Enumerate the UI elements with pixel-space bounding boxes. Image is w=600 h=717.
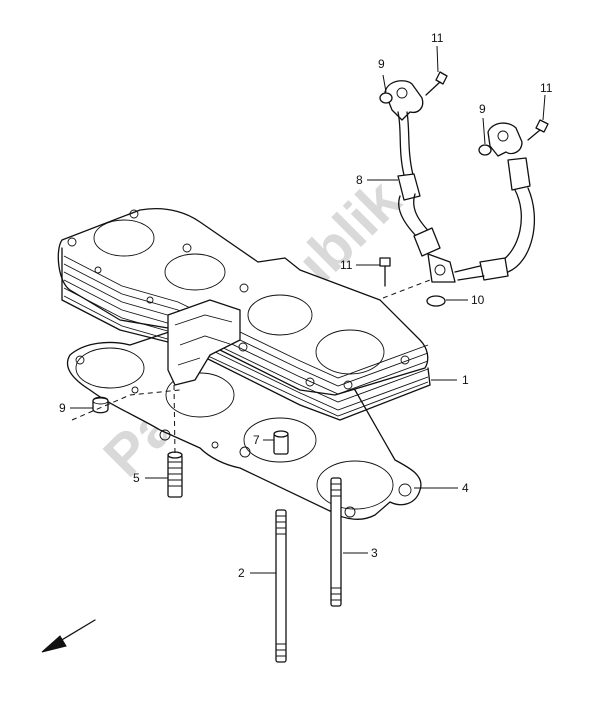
- o-ring-9-top-right[interactable]: [478, 144, 492, 156]
- callout-5: 5: [133, 471, 140, 485]
- callout-11-mid: 11: [340, 258, 353, 272]
- o-ring-9-top-left[interactable]: [379, 92, 393, 104]
- front-arrow-icon: [41, 619, 96, 653]
- callout-11-right: 11: [540, 81, 553, 95]
- oil-hose-8[interactable]: [384, 80, 456, 283]
- bolt-11-mid[interactable]: [379, 257, 391, 287]
- o-ring-10[interactable]: [426, 295, 446, 307]
- stud-3[interactable]: [330, 477, 342, 607]
- callout-9-top-left: 9: [378, 57, 385, 71]
- callout-4: 4: [462, 481, 469, 495]
- dowel-pin-7[interactable]: [273, 430, 289, 455]
- bolt-11-top[interactable]: [425, 71, 448, 96]
- callout-1: 1: [462, 373, 469, 387]
- callout-3: 3: [371, 546, 378, 560]
- stud-2[interactable]: [275, 509, 287, 663]
- callout-9-top-right: 9: [479, 102, 486, 116]
- callout-8: 8: [356, 173, 363, 187]
- callout-10: 10: [471, 293, 485, 307]
- callout-7: 7: [253, 433, 260, 447]
- callout-2: 2: [238, 566, 245, 580]
- bolt-11-right[interactable]: [527, 119, 549, 141]
- dowel-pin-5[interactable]: [167, 451, 183, 498]
- cylinder-block[interactable]: [57, 208, 431, 421]
- leader-lines: [70, 45, 546, 574]
- callout-11-top: 11: [431, 31, 444, 45]
- callout-9-left: 9: [59, 401, 66, 415]
- oil-hose-right[interactable]: [454, 122, 535, 281]
